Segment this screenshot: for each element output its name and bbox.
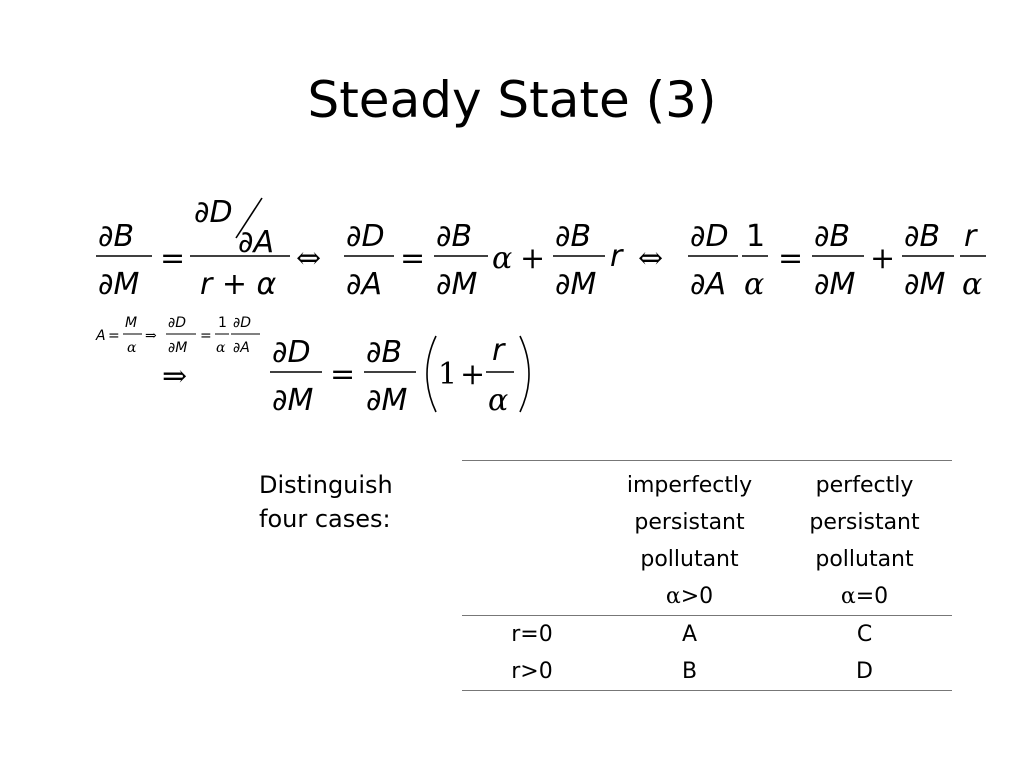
- line2-plus: +: [460, 357, 485, 392]
- left-paren: [426, 335, 437, 413]
- equation-line-1: ∂B ∂M = ∂D ∂A r + α ⇔ ∂D ∂A = ∂B ∂M α + …: [96, 195, 986, 302]
- table-condition-row: α>0 α=0: [462, 578, 952, 616]
- right-t1-numerator: ∂D: [690, 219, 729, 254]
- table-cell: A: [602, 615, 777, 653]
- mid-lhs-numerator: ∂D: [346, 219, 385, 254]
- note-M: M: [125, 315, 137, 331]
- right-equals: =: [778, 241, 803, 276]
- right-t2-numerator: ∂B: [814, 219, 850, 254]
- equation-line-2: ⇒ ∂D ∂M = ∂B ∂M 1 + r α: [162, 333, 530, 418]
- equation-block: ∂B ∂M = ∂D ∂A r + α ⇔ ∂D ∂A = ∂B ∂M α + …: [95, 195, 986, 418]
- note-A: A: [95, 328, 106, 344]
- mid-equals: =: [400, 241, 425, 276]
- note-alpha2: α: [216, 340, 226, 356]
- note-dD: ∂D: [168, 315, 186, 331]
- cases-label: Distinguish four cases:: [259, 468, 393, 536]
- slide-title: Steady State (3): [307, 71, 717, 129]
- right-t1-denominator: ∂A: [690, 267, 726, 302]
- col-header-perfect: perfectly persistant pollutant: [777, 460, 952, 578]
- right-paren: [519, 335, 530, 413]
- table-header-row: imperfectly persistant pollutant perfect…: [462, 460, 952, 578]
- table-cell: D: [777, 653, 952, 691]
- iff-arrow-2: ⇔: [638, 241, 663, 276]
- cases-label-line-1: Distinguish: [259, 471, 393, 499]
- mid-plus: +: [520, 241, 545, 276]
- line2-r-numerator: r: [492, 333, 506, 368]
- col-header-text: perfectly: [815, 473, 914, 498]
- table-empty-cell: [462, 578, 602, 616]
- note-eq1: =: [108, 328, 120, 344]
- cases-label-line-2: four cases:: [259, 505, 391, 533]
- right-r-numerator: r: [964, 219, 978, 254]
- mid-t1-denominator: ∂M: [436, 267, 478, 302]
- table-row: r>0 B D: [462, 653, 952, 691]
- table-cell: C: [777, 615, 952, 653]
- col-header-text: persistant: [809, 510, 920, 535]
- alpha-symbol: α: [665, 584, 681, 609]
- line2-equals: =: [330, 357, 355, 392]
- note-implies: ⇒: [145, 328, 157, 344]
- right-plus: +: [870, 241, 895, 276]
- right-one-denominator: α: [744, 267, 764, 302]
- table-corner: [462, 460, 602, 578]
- condition-text: >0: [680, 584, 714, 609]
- mid-t2-denominator: ∂M: [555, 267, 597, 302]
- line2-t-denominator: ∂M: [366, 383, 408, 418]
- right-t3-denominator: ∂M: [904, 267, 946, 302]
- line2-lhs-denominator: ∂M: [272, 383, 314, 418]
- note-alpha1: α: [127, 340, 137, 356]
- mid-alpha: α: [492, 241, 512, 276]
- lhs-numerator: ∂B: [98, 219, 134, 254]
- note-dD2: ∂D: [233, 315, 251, 331]
- equals-sign: =: [160, 241, 185, 276]
- note-dM: ∂M: [168, 340, 187, 356]
- row-label: r>0: [462, 653, 602, 691]
- line2-lhs-numerator: ∂D: [272, 335, 311, 370]
- implies-arrow: ⇒: [162, 359, 187, 394]
- mid-r: r: [610, 239, 624, 274]
- table-row: r=0 A C: [462, 615, 952, 653]
- mid-lhs-denominator: ∂A: [346, 267, 382, 302]
- equation-small-note: A = M α ⇒ ∂D ∂M = 1 α ∂D ∂A: [95, 315, 260, 356]
- note-one: 1: [218, 315, 227, 331]
- row-label: r=0: [462, 615, 602, 653]
- condition-alpha-positive: α>0: [602, 578, 777, 616]
- right-t2-denominator: ∂M: [814, 267, 856, 302]
- line2-t-numerator: ∂B: [366, 335, 402, 370]
- frac1-denominator: r + α: [200, 267, 277, 302]
- col-header-text: persistant: [634, 510, 745, 535]
- mid-t1-numerator: ∂B: [436, 219, 472, 254]
- note-eq2: =: [200, 328, 212, 344]
- line2-one: 1: [438, 357, 457, 392]
- col-header-text: imperfectly: [626, 473, 753, 498]
- table-cell: B: [602, 653, 777, 691]
- cases-table: imperfectly persistant pollutant perfect…: [462, 460, 952, 691]
- frac1-num-b: ∂A: [238, 225, 274, 260]
- col-header-text: pollutant: [815, 547, 914, 572]
- condition-alpha-zero: α=0: [777, 578, 952, 616]
- note-dA: ∂A: [233, 340, 250, 356]
- right-r-denominator: α: [962, 267, 982, 302]
- right-one-numerator: 1: [746, 219, 765, 254]
- alpha-symbol: α: [840, 584, 856, 609]
- iff-arrow-1: ⇔: [296, 241, 321, 276]
- line2-r-denominator: α: [488, 383, 508, 418]
- col-header-text: pollutant: [640, 547, 739, 572]
- condition-text: =0: [855, 584, 889, 609]
- frac1-num-a: ∂D: [194, 195, 233, 230]
- mid-t2-numerator: ∂B: [555, 219, 591, 254]
- lhs-denominator: ∂M: [98, 267, 140, 302]
- col-header-imperfect: imperfectly persistant pollutant: [602, 460, 777, 578]
- right-t3-numerator: ∂B: [904, 219, 940, 254]
